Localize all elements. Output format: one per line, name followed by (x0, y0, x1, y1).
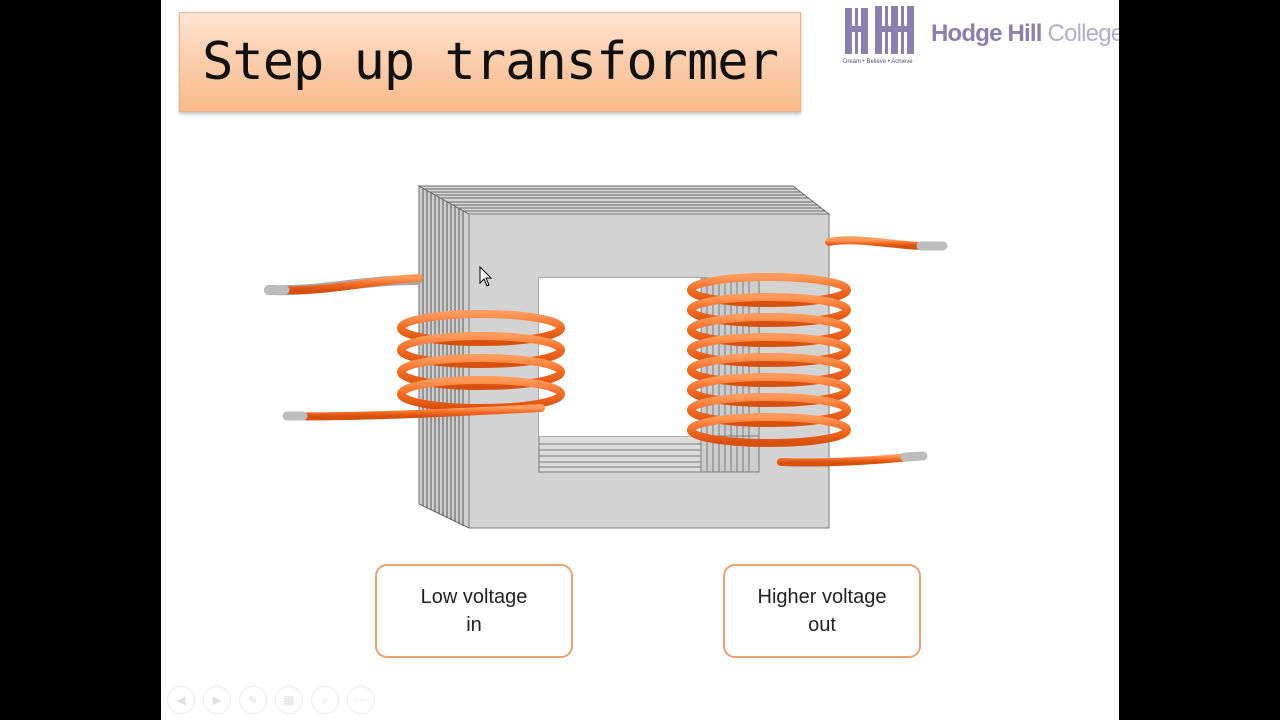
pen-icon[interactable]: ✎ (239, 686, 267, 714)
input-label: Low voltage in (420, 586, 528, 636)
slide-title: Step up transformer (202, 32, 779, 92)
college-tagline: Dream • Believe • Achieve (843, 59, 913, 65)
input-label-box: Low voltage in (375, 564, 573, 658)
slide: Step up transformer Hodge Hill College D… (161, 0, 1119, 720)
title-box: Step up transformer (179, 12, 801, 112)
output-label-box: Higher voltage out (723, 564, 921, 658)
college-logo: Hodge Hill College Dream • Believe • Ach… (843, 4, 1119, 68)
prev-icon[interactable]: ◀ (167, 686, 195, 714)
hh-monogram-icon (845, 6, 914, 54)
slideshow-controls: ◀ ▶ ✎ ▦ ⌕ ⋯ (167, 686, 375, 716)
college-name-strong: Hodge Hill (931, 20, 1042, 47)
output-label: Higher voltage out (757, 586, 887, 636)
transformer-diagram (264, 185, 948, 529)
more-icon[interactable]: ⋯ (347, 686, 375, 714)
college-name: Hodge Hill College (931, 20, 1119, 48)
secondary-coil (687, 236, 948, 467)
core-lamination-top (417, 185, 831, 215)
primary-coil (264, 274, 565, 421)
mouse-cursor-icon (479, 266, 493, 287)
zoom-icon[interactable]: ⌕ (311, 686, 339, 714)
next-icon[interactable]: ▶ (203, 686, 231, 714)
college-name-light: College (1041, 20, 1119, 47)
slides-icon[interactable]: ▦ (275, 686, 303, 714)
